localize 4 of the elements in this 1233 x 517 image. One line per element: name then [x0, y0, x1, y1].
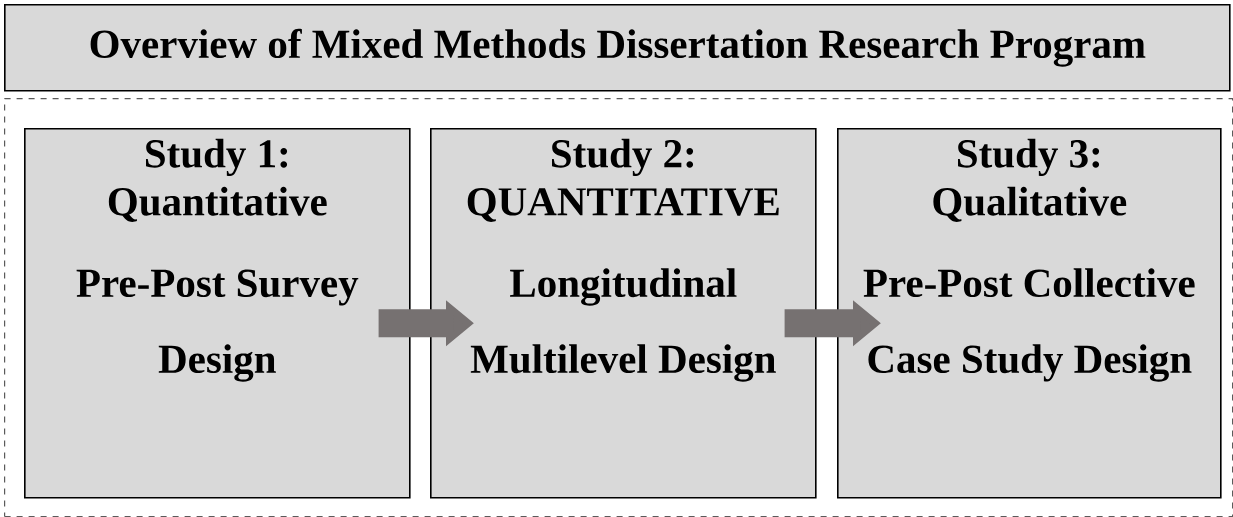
study-box: Study 2: QUANTITATIVE Longitudinal Multilevel Design [430, 128, 817, 499]
study-box: Study 3: Qualitative Pre-Post Collective Case Study Design [837, 128, 1222, 499]
title-box: Overview of Mixed Methods Dissertation Research Program [4, 4, 1231, 92]
study-box: Study 1: Quantitative Pre-Post Survey Design [24, 128, 411, 499]
